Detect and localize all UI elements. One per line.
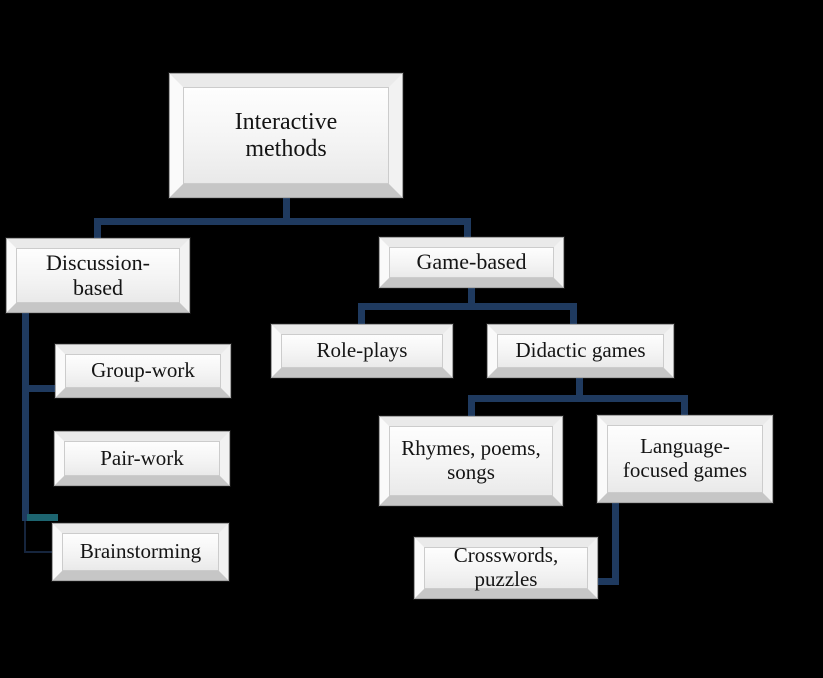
node-group-work-label: Group-work bbox=[91, 358, 195, 383]
node-pair-work: Pair-work bbox=[54, 431, 230, 486]
connector-drop-discussion bbox=[94, 218, 101, 242]
node-role-plays: Role-plays bbox=[271, 324, 453, 378]
node-group-work: Group-work bbox=[55, 344, 231, 398]
node-brainstorming-label: Brainstorming bbox=[79, 539, 202, 564]
connector-stub-group-work bbox=[22, 385, 60, 392]
connector-thin-stub-brainstorming bbox=[24, 551, 57, 553]
connector-drop-rhymes bbox=[468, 395, 475, 419]
node-language-focused-games: Language-focused games bbox=[597, 415, 773, 503]
connector-drop-didactic bbox=[570, 303, 577, 327]
connector-root-horizontal bbox=[94, 218, 471, 225]
connector-drop-language bbox=[681, 395, 688, 418]
node-rhymes-poems-songs: Rhymes, poems, songs bbox=[379, 416, 563, 506]
node-didactic-games-label: Didactic games bbox=[515, 338, 646, 363]
node-discussion-based-label: Discussion-based bbox=[46, 249, 150, 300]
node-game-based: Game-based bbox=[379, 237, 564, 288]
node-crosswords-puzzles-label: Crosswords, puzzles bbox=[453, 543, 559, 591]
connector-thin-vertical-brainstorming bbox=[24, 521, 26, 553]
connector-game-horizontal bbox=[358, 303, 577, 310]
connector-elbow-crosswords bbox=[595, 578, 619, 585]
connector-drop-game bbox=[464, 218, 471, 240]
connector-discussion-trunk bbox=[22, 310, 29, 521]
node-interactive-methods: Interactive methods bbox=[169, 73, 403, 198]
connector-stub-brainstorming-top bbox=[27, 514, 58, 521]
connector-didactic-horizontal bbox=[468, 395, 688, 402]
connector-didactic-stem bbox=[576, 376, 583, 402]
node-role-plays-label: Role-plays bbox=[316, 338, 408, 363]
node-discussion-based: Discussion-based bbox=[6, 238, 190, 313]
connector-game-stem bbox=[468, 286, 475, 310]
node-rhymes-poems-songs-label: Rhymes, poems, songs bbox=[401, 436, 541, 484]
connector-root-stem bbox=[283, 196, 290, 225]
node-game-based-label: Game-based bbox=[416, 249, 527, 275]
connector-drop-role-plays bbox=[358, 303, 365, 327]
node-pair-work-label: Pair-work bbox=[100, 445, 184, 470]
node-didactic-games: Didactic games bbox=[487, 324, 674, 378]
node-interactive-methods-label: Interactive methods bbox=[234, 108, 338, 162]
node-crosswords-puzzles: Crosswords, puzzles bbox=[414, 537, 598, 599]
connector-language-stem bbox=[612, 502, 619, 585]
node-brainstorming: Brainstorming bbox=[52, 523, 229, 581]
node-language-focused-games-label: Language-focused games bbox=[622, 434, 748, 482]
